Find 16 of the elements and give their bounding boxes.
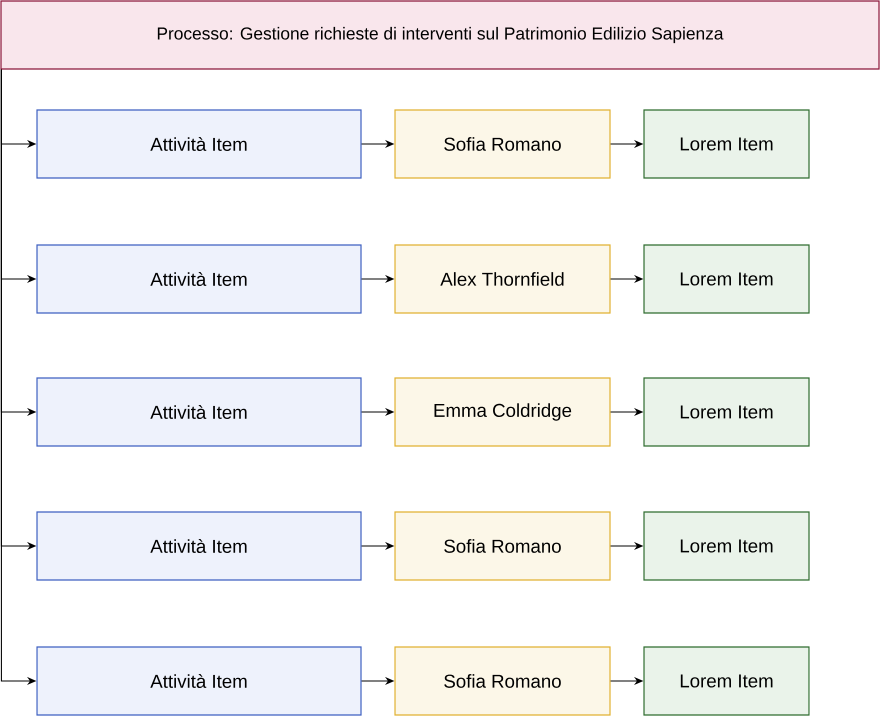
person-box: Sofia Romano (394, 646, 611, 716)
activity-box: Attività Item (36, 109, 362, 179)
activity-box: Attività Item (36, 377, 362, 447)
activity-box: Attività Item (36, 244, 362, 314)
result-box: Lorem Item (643, 511, 810, 581)
activity-box: Attività Item (36, 511, 362, 581)
result-box: Lorem Item (643, 377, 810, 447)
result-box: Lorem Item (643, 244, 810, 314)
activity-box: Attività Item (36, 646, 362, 716)
result-box: Lorem Item (643, 109, 810, 179)
person-box: Sofia Romano (394, 109, 611, 179)
person-box: Sofia Romano (394, 511, 611, 581)
person-box: Alex Thornfield (394, 244, 611, 314)
result-box: Lorem Item (643, 646, 810, 716)
title-box: Processo: Gestione richieste di interventi sul Patrimonio Edilizio Sapienza (0, 0, 880, 70)
person-box: Emma Coldridge (394, 377, 611, 447)
